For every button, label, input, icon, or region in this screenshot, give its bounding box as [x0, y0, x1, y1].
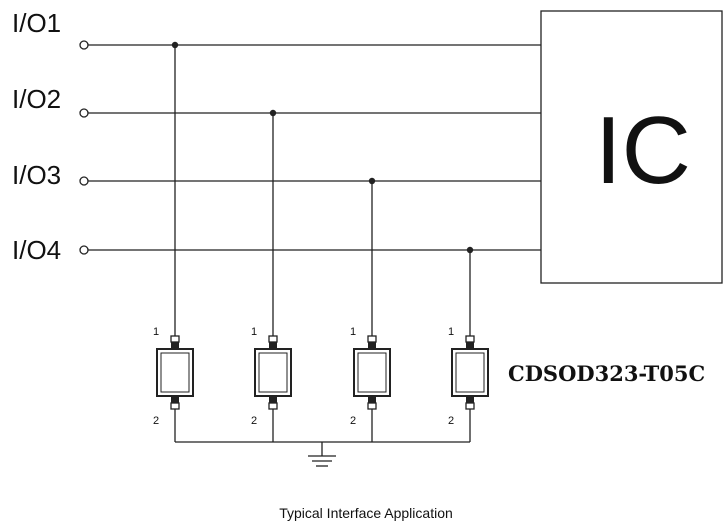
- io-label-4: I/O4: [12, 235, 61, 265]
- tvs-device-4: 1 2: [448, 246, 489, 442]
- device-body-4: [451, 348, 489, 397]
- tvs-device-2: 1 2: [251, 109, 292, 442]
- pin-label-bottom-2: 2: [251, 415, 257, 427]
- device-body-3: [353, 348, 391, 397]
- device-body-2: [254, 348, 292, 397]
- pin-label-top-2: 1: [251, 326, 257, 338]
- ic-label: IC: [595, 97, 691, 204]
- io-label-2: I/O2: [12, 84, 61, 114]
- io-terminal-4: [79, 245, 89, 255]
- part-number-label: CDSOD323-T05C: [508, 361, 705, 386]
- device-body-1: [156, 348, 194, 397]
- io-terminal-3: [79, 176, 89, 186]
- io-line-1: [79, 40, 541, 50]
- figure-caption: Typical Interface Application: [279, 505, 453, 521]
- io-line-3: [79, 176, 541, 186]
- io-line-2: [79, 108, 541, 118]
- io-line-4: [79, 245, 541, 255]
- pin-label-bottom-4: 2: [448, 415, 454, 427]
- tvs-device-3: 1 2: [350, 177, 391, 442]
- tvs-device-1: 1 2: [153, 41, 194, 442]
- io-terminal-1: [79, 40, 89, 50]
- pin-label-top-3: 1: [350, 326, 356, 338]
- pin-label-top-1: 1: [153, 326, 159, 338]
- pin-label-top-4: 1: [448, 326, 454, 338]
- pin-label-bottom-3: 2: [350, 415, 356, 427]
- io-label-3: I/O3: [12, 160, 61, 190]
- pin-label-bottom-1: 2: [153, 415, 159, 427]
- ground-symbol-icon: [308, 442, 336, 467]
- ic-block: [540, 10, 723, 284]
- io-label-1: I/O1: [12, 8, 61, 38]
- io-terminal-2: [79, 108, 89, 118]
